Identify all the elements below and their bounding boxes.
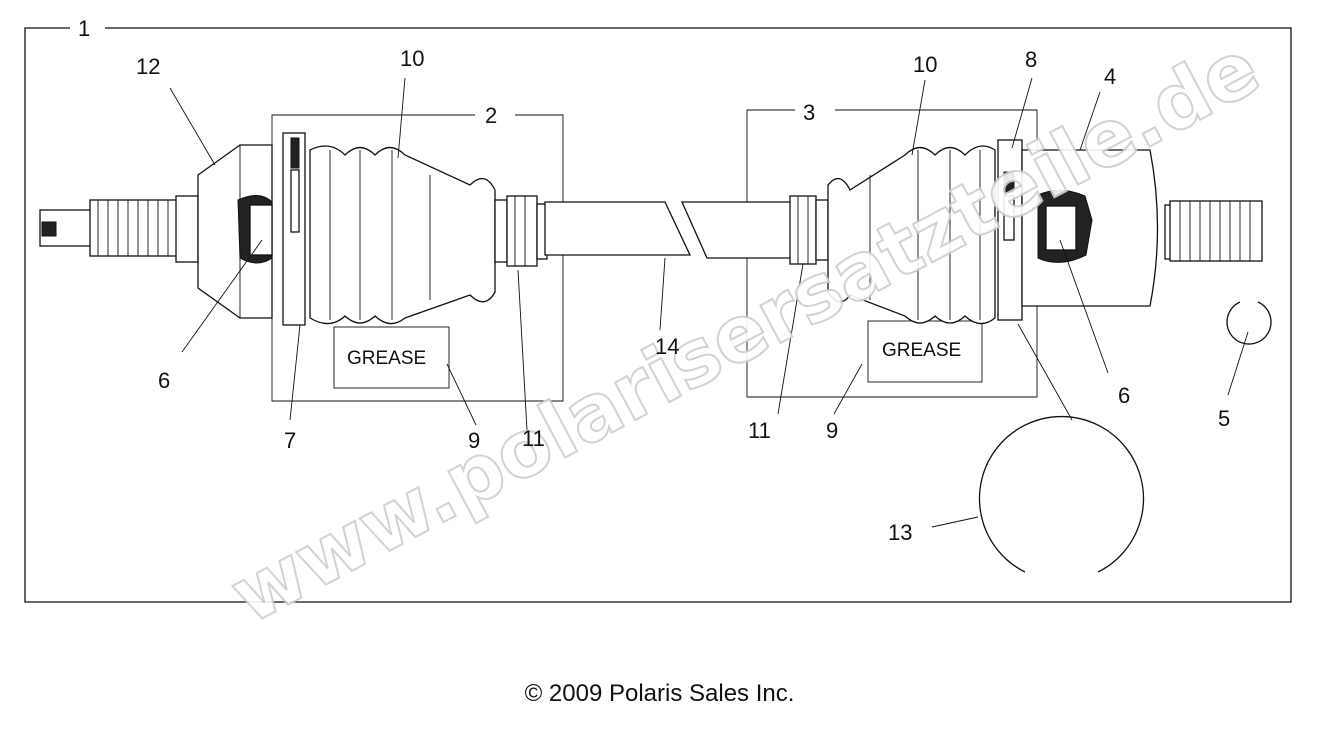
right-clamp-band [997, 139, 1023, 321]
callout-4: 4 [1104, 64, 1116, 89]
callout-8: 8 [1025, 47, 1037, 72]
circlip [1226, 301, 1272, 345]
left-stub-shaft [39, 195, 199, 263]
left-outer-housing [197, 144, 273, 319]
left-boot-clamp-small [506, 195, 548, 267]
callout-11-right: 11 [748, 418, 771, 443]
copyright-notice: © 2009 Polaris Sales Inc. [524, 680, 795, 707]
callout-10-left: 10 [400, 46, 424, 71]
callout-13: 13 [888, 520, 912, 545]
callout-10-right: 10 [913, 52, 937, 77]
callout-14: 14 [655, 334, 679, 359]
callout-9-right: 9 [826, 418, 838, 443]
right-boot-clamp-small [789, 195, 829, 265]
left-clamp-band [282, 132, 306, 326]
right-inner-housing [1021, 149, 1159, 307]
callout-9-left: 9 [468, 428, 480, 453]
right-stub-shaft [1164, 200, 1263, 262]
left-joint-box [271, 114, 564, 402]
callout-6-left: 6 [158, 368, 170, 393]
retaining-ring [978, 416, 1145, 573]
callout-7: 7 [284, 428, 296, 453]
watermark: www.polarisersatzteile.de [217, 23, 1274, 642]
grease-box-left [333, 326, 450, 389]
callout-3: 3 [803, 100, 815, 125]
callout-2: 2 [485, 103, 497, 128]
left-boot [309, 145, 508, 325]
grease-label-right: GREASE [882, 340, 961, 361]
callout-11-left: 11 [522, 426, 545, 451]
grease-label-left: GREASE [347, 348, 426, 369]
callout-12: 12 [136, 54, 160, 79]
leader-lines [169, 77, 1249, 528]
right-joint-box [746, 109, 1038, 398]
half-shaft [544, 201, 801, 259]
callout-6-right: 6 [1118, 383, 1130, 408]
callout-5: 5 [1218, 406, 1230, 431]
assembly-frame [24, 27, 1292, 603]
right-boot [827, 145, 996, 325]
callout-1: 1 [78, 16, 90, 41]
